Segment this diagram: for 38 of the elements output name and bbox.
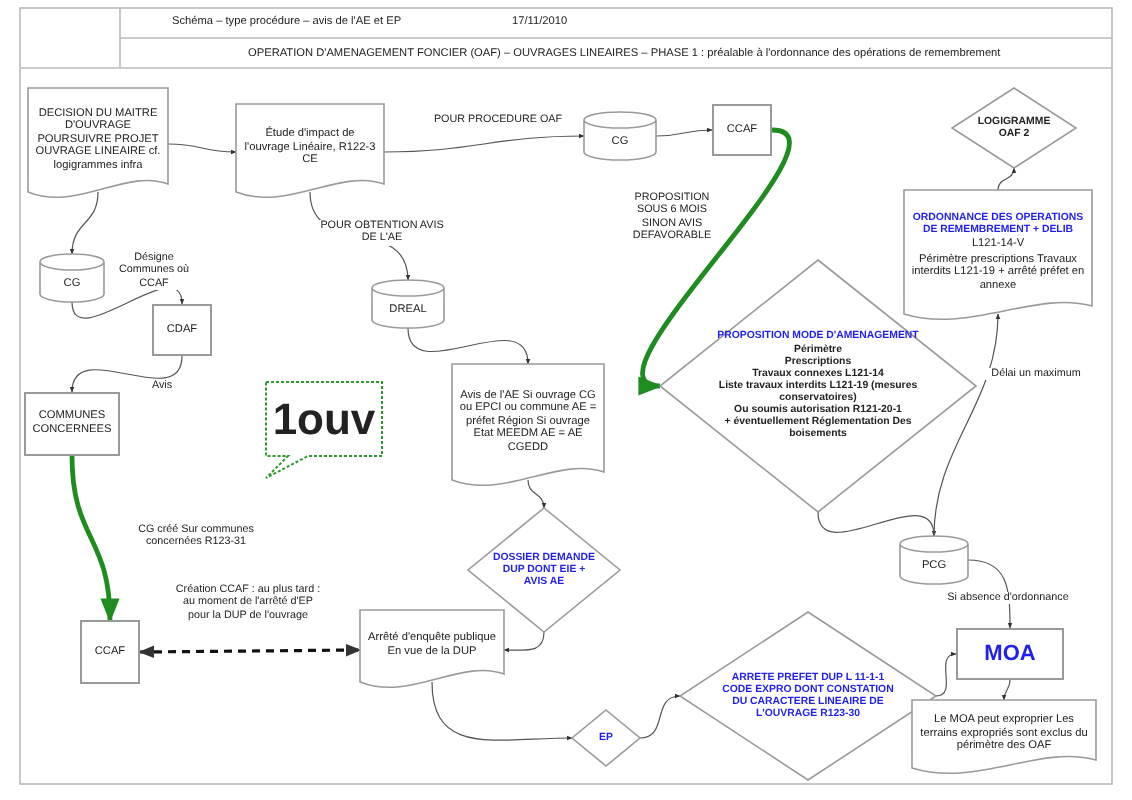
decision-diamond — [952, 88, 1076, 168]
arrow — [503, 631, 545, 653]
arrow — [431, 681, 573, 741]
arrow — [1001, 679, 1011, 701]
document-shape — [912, 700, 1096, 776]
document-shape — [28, 88, 168, 200]
document-shape — [360, 610, 504, 690]
node-text: 1ouv — [272, 394, 376, 446]
decision-diamond — [468, 508, 620, 632]
process-box — [152, 304, 212, 356]
arrow — [71, 287, 184, 319]
database-cylinder — [372, 280, 444, 328]
arrow — [138, 643, 362, 659]
arrow — [933, 313, 1001, 537]
arrow — [70, 355, 183, 393]
arrow — [967, 559, 1013, 629]
speech-bubble — [264, 380, 384, 480]
database-cylinder — [40, 254, 104, 302]
database-cylinder — [900, 536, 968, 584]
process-box — [24, 392, 120, 456]
decision-diamond — [572, 710, 640, 766]
arrow — [167, 143, 237, 155]
arrow — [69, 191, 99, 255]
arrow — [997, 167, 1016, 191]
arrow — [407, 327, 530, 365]
arrow — [69, 455, 119, 623]
arrow — [817, 511, 936, 537]
process-box — [80, 620, 140, 684]
database-cylinder — [584, 112, 656, 160]
document-shape — [904, 190, 1092, 322]
process-box — [956, 628, 1064, 680]
arrow — [383, 133, 585, 153]
arrow — [527, 479, 546, 509]
arrow — [639, 694, 681, 739]
node-text: MOA — [984, 641, 1036, 667]
document-shape — [236, 104, 384, 200]
arrow — [935, 652, 957, 697]
document-shape — [452, 364, 604, 488]
